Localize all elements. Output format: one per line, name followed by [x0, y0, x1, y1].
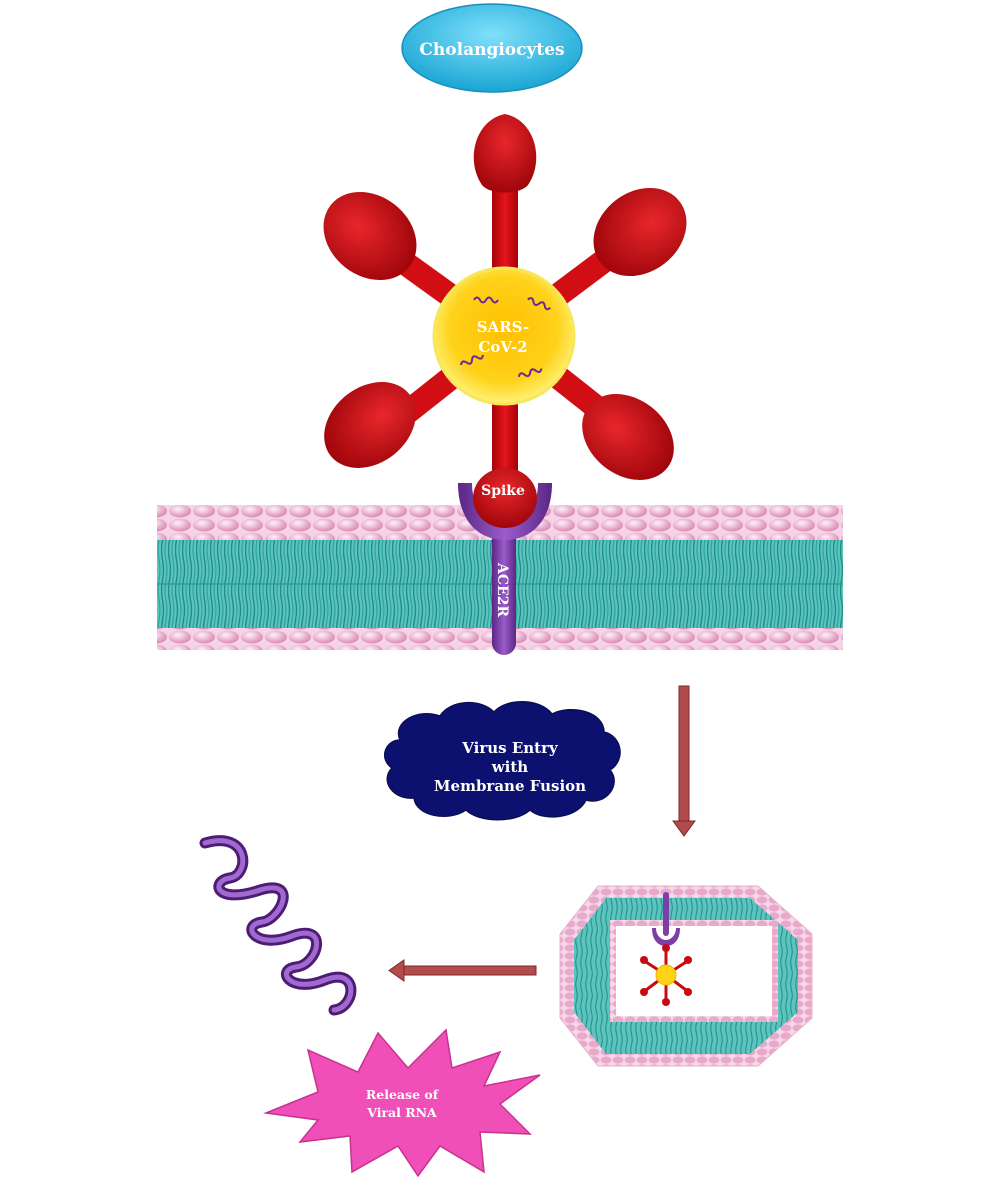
viral-rna-helix — [199, 835, 357, 1016]
core-rna-squiggles — [460, 296, 551, 378]
entry-line2: with — [491, 758, 529, 776]
cholangiocytes-title: Cholangiocytes — [401, 3, 583, 93]
entry-line1: Virus Entry — [461, 739, 559, 757]
title-text: Cholangiocytes — [419, 40, 564, 60]
arrow-left — [388, 959, 537, 982]
sars-cov-2-virus: SARS- CoV-2 — [323, 114, 687, 480]
receptor-label: ACE2R — [494, 562, 510, 617]
virus-label-line1: SARS- — [477, 318, 530, 336]
ace2-receptor: ACE2R — [458, 483, 552, 655]
spike-head-lower-left — [324, 382, 416, 468]
spike-head-upper-right — [593, 187, 687, 277]
endosome-mini-core — [655, 964, 677, 986]
spike-binding: Spike — [473, 468, 537, 528]
arrow-down — [672, 685, 696, 837]
release-burst: Release of Viral RNA — [263, 1028, 541, 1178]
spike-head-top — [473, 114, 537, 193]
virus-core — [432, 266, 576, 406]
spike-label: Spike — [481, 483, 525, 499]
release-line2: Viral RNA — [366, 1105, 437, 1120]
endosome-mini-spikes — [640, 944, 692, 1006]
spike-head-upper-left — [323, 191, 417, 281]
virus-entry-cloud: Virus Entry with Membrane Fusion — [383, 701, 621, 821]
endosome — [559, 885, 813, 1067]
endosome-receptor-cup — [652, 928, 680, 946]
receptor-stem — [492, 515, 516, 655]
receptor-cup — [458, 483, 552, 540]
entry-line3: Membrane Fusion — [434, 777, 586, 795]
spike-head-lower-right — [582, 394, 674, 480]
spike-head-bound — [473, 468, 537, 528]
endosome-receptor — [663, 892, 669, 936]
virus-label-line2: CoV-2 — [478, 338, 527, 356]
release-line1: Release of — [366, 1087, 440, 1102]
